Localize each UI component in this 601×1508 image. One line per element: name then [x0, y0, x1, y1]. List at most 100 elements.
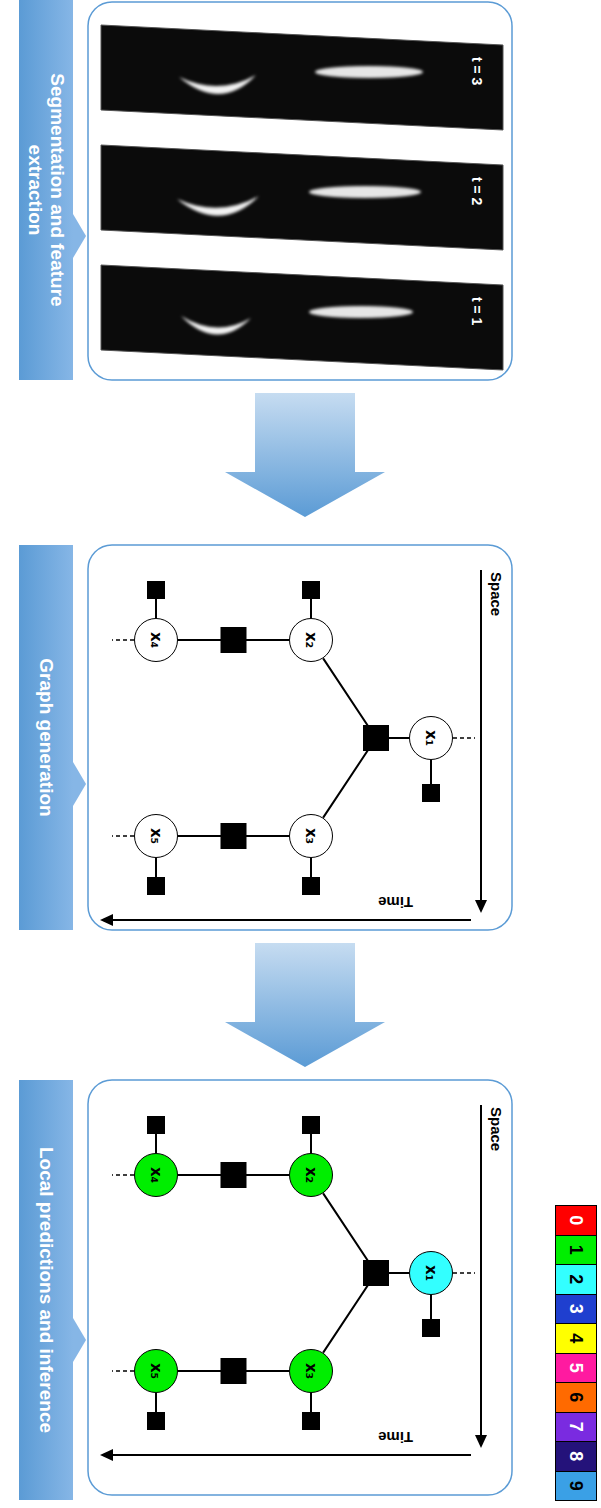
image-slice — [101, 145, 503, 250]
variable-node: x₁ — [409, 1251, 453, 1295]
axis-arrowhead — [100, 1449, 113, 1461]
slice-plane — [101, 145, 503, 250]
legend-label: 6 — [566, 1392, 587, 1402]
time-step-label: t = 3 — [469, 57, 485, 85]
flow-arrow — [225, 393, 385, 517]
variable-node: x₅ — [134, 1349, 178, 1393]
legend-swatch: 3 — [555, 1294, 597, 1325]
axis-label: Space — [488, 572, 505, 616]
space-axis — [480, 570, 482, 902]
unary-factor — [147, 877, 165, 895]
legend-label: 2 — [566, 1274, 587, 1284]
legend-swatch: 4 — [555, 1323, 597, 1354]
axis-arrowhead — [475, 900, 487, 913]
node-text: x₄ — [147, 632, 165, 648]
unary-factor — [422, 784, 440, 802]
banner-pointer — [73, 762, 86, 806]
unary-factor — [302, 877, 320, 895]
axis-arrowhead — [100, 914, 113, 926]
step-banner: Graph generation — [19, 545, 73, 930]
unary-factor — [147, 581, 165, 599]
legend-label: 9 — [566, 1481, 587, 1491]
continuation-line — [453, 1272, 475, 1274]
continuation-line — [112, 1370, 134, 1372]
unary-factor — [302, 581, 320, 599]
time-axis — [111, 1454, 471, 1456]
factor-square — [363, 725, 389, 751]
unary-factor — [147, 1412, 165, 1430]
time-step-label: t = 1 — [469, 297, 485, 325]
legend-label: 8 — [566, 1451, 587, 1461]
node-text: x₃ — [302, 828, 320, 844]
segment-blob — [309, 306, 413, 318]
axis-label: Time — [379, 894, 414, 911]
step-banner: Local predictions and inference — [19, 1080, 73, 1500]
factor-square — [221, 1358, 247, 1384]
segment-blob — [177, 196, 259, 216]
continuation-line — [112, 1174, 134, 1176]
unary-factor — [302, 1116, 320, 1134]
variable-node: x₃ — [289, 814, 333, 858]
legend-label: 5 — [566, 1363, 587, 1373]
legend-label: 7 — [566, 1422, 587, 1432]
space-axis — [480, 1105, 482, 1437]
node-text: x₅ — [147, 1363, 165, 1379]
legend-swatch: 8 — [555, 1441, 597, 1472]
legend-swatch: 2 — [555, 1264, 597, 1295]
variable-node: x₂ — [289, 1153, 333, 1197]
legend-swatch: 6 — [555, 1382, 597, 1413]
factor-square — [221, 1162, 247, 1188]
banner-pointer — [73, 1318, 86, 1362]
variable-node: x₃ — [289, 1349, 333, 1393]
node-text: Segmentation and feature extraction — [24, 28, 68, 352]
unary-factor — [302, 1412, 320, 1430]
legend-label: 4 — [566, 1333, 587, 1343]
node-text: x₁ — [422, 1265, 440, 1281]
factor-square — [363, 725, 389, 751]
step-panel — [88, 1080, 512, 1495]
continuation-line — [112, 639, 134, 641]
variable-node: x₄ — [134, 1153, 178, 1197]
variable-node: x₄ — [134, 618, 178, 662]
factor-square — [221, 823, 247, 849]
step-panel — [88, 2, 512, 380]
factor-square — [363, 1260, 389, 1286]
legend-swatch: 0 — [555, 1205, 597, 1236]
legend-label: 0 — [566, 1215, 587, 1225]
node-text: x₂ — [302, 632, 320, 648]
axis-arrowhead — [475, 1435, 487, 1448]
legend-swatch: 7 — [555, 1412, 597, 1443]
slice-plane — [101, 265, 503, 370]
time-step-label: t = 2 — [469, 177, 485, 205]
unary-factor — [422, 1319, 440, 1337]
slice-plane — [101, 25, 503, 130]
node-text: x₄ — [147, 1167, 165, 1183]
axis-label: Space — [488, 1107, 505, 1151]
legend-label: 3 — [566, 1304, 587, 1314]
banner-pointer — [73, 214, 86, 258]
unary-factor — [147, 1116, 165, 1134]
segment-blob — [309, 186, 421, 198]
image-slice — [101, 25, 503, 130]
legend-label: 1 — [566, 1245, 587, 1255]
node-text: x₂ — [302, 1167, 320, 1183]
time-axis — [111, 919, 471, 921]
flow-arrow — [225, 943, 385, 1067]
factor-square — [221, 627, 247, 653]
node-text: x₃ — [302, 1363, 320, 1379]
step-banner: Segmentation and feature extraction — [19, 0, 73, 380]
legend-swatch: 5 — [555, 1353, 597, 1384]
node-text: x₁ — [422, 730, 440, 746]
node-text: x₅ — [147, 828, 165, 844]
legend-swatch: 9 — [555, 1471, 597, 1502]
segment-blob — [315, 66, 423, 78]
segment-blob — [181, 316, 251, 335]
node-text: Local predictions and inference — [35, 1147, 57, 1433]
axis-label: Time — [379, 1429, 414, 1446]
variable-node: x₂ — [289, 618, 333, 662]
factor-square — [363, 1260, 389, 1286]
segment-blob — [179, 75, 256, 94]
variable-node: x₅ — [134, 814, 178, 858]
